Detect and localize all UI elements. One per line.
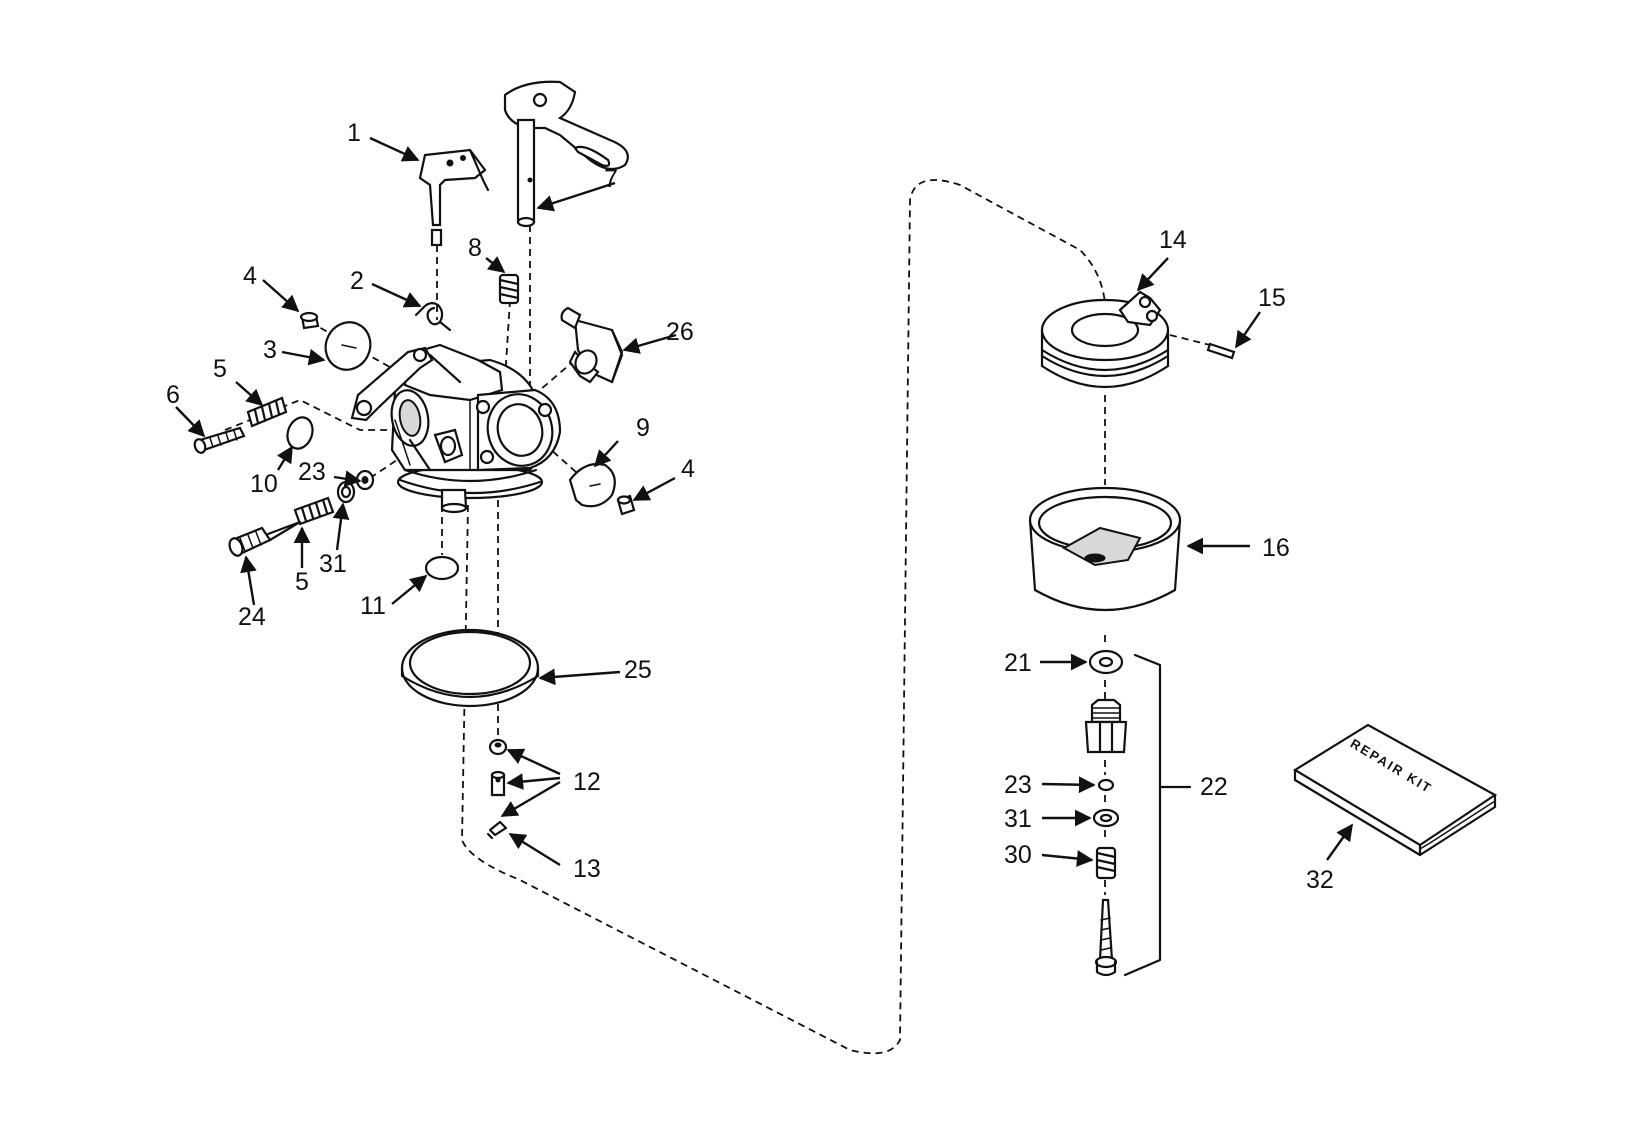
part-6-idle-screw [193, 426, 246, 454]
callout-23-right: 23 [1004, 771, 1032, 799]
part-2-spring [414, 301, 452, 332]
callout-25: 25 [624, 656, 652, 684]
callout-10: 10 [250, 470, 278, 498]
part-4-screw-right [616, 494, 636, 516]
part-1-lever-bracket [418, 148, 490, 247]
part-16-float-bowl [1028, 486, 1182, 611]
callout-1: 1 [347, 119, 361, 147]
part-32-repair-kit: REPAIR KIT [1292, 723, 1498, 857]
callout-4-top: 4 [243, 262, 257, 290]
part-14-float [1040, 290, 1170, 389]
part-11-welch-plug [424, 555, 460, 581]
callout-13: 13 [573, 855, 601, 883]
part-7-throttle-shaft [503, 80, 629, 228]
part-9-throttle-plate [568, 462, 616, 508]
callout-16: 16 [1262, 534, 1290, 562]
callout-32: 32 [1306, 866, 1334, 894]
part-8-spring [498, 273, 520, 305]
callout-12: 12 [573, 768, 601, 796]
part-15-float-pin [1206, 342, 1236, 360]
part-3-choke-plate [324, 321, 372, 371]
leader-arrows [175, 136, 1353, 867]
callout-7: 7 [604, 165, 618, 193]
callout-31-left: 31 [319, 550, 347, 578]
part-26-fuel-fitting [560, 306, 624, 384]
part-13-clip [486, 820, 508, 840]
callout-11: 11 [360, 592, 386, 620]
callout-2: 2 [350, 267, 364, 295]
callout-8: 8 [468, 234, 482, 262]
callout-9: 9 [636, 414, 650, 442]
part-22-main-jet-assembly [1084, 653, 1192, 977]
part-10-o-ring [286, 416, 314, 450]
part-4-screw-top [299, 311, 320, 330]
part-24-needle-valve [228, 520, 302, 557]
callout-3: 3 [263, 336, 277, 364]
part-31-washer-left [336, 480, 356, 504]
part-5-spring-lower [293, 496, 335, 526]
callout-6: 6 [166, 381, 180, 409]
callout-5-upper: 5 [213, 355, 227, 383]
callout-labels: 1 2 3 4 5 6 7 8 26 10 23 9 4 31 5 24 11 … [166, 119, 1334, 894]
callout-24: 24 [238, 603, 266, 631]
part-21-washer [1088, 649, 1124, 675]
callout-4-right: 4 [681, 455, 695, 483]
callout-23-left: 23 [298, 458, 326, 486]
callout-14: 14 [1159, 226, 1187, 254]
callout-22: 22 [1200, 773, 1228, 801]
carburetor-body [350, 343, 562, 514]
part-12-inlet-needle-set [488, 738, 508, 797]
callout-26: 26 [666, 318, 694, 346]
part-5-spring-upper [246, 396, 288, 428]
callout-5-lower: 5 [295, 568, 309, 596]
part-25-bowl-gasket [400, 628, 540, 708]
callout-21: 21 [1004, 649, 1032, 677]
callout-15: 15 [1258, 284, 1286, 312]
callout-31-right: 31 [1004, 805, 1032, 833]
callout-30: 30 [1004, 841, 1032, 869]
